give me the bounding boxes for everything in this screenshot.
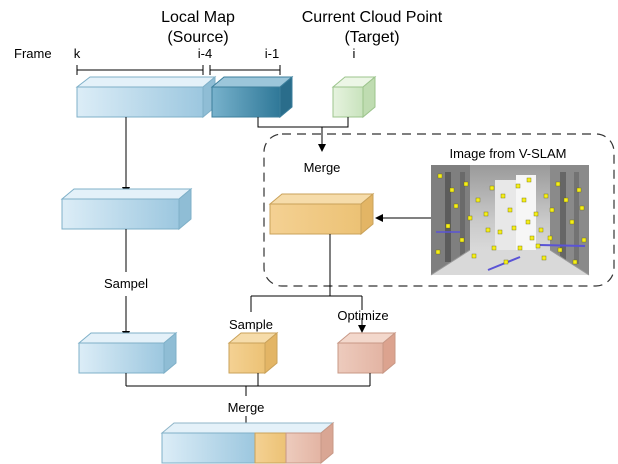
feature-point-marker bbox=[563, 197, 569, 203]
feature-point-marker bbox=[491, 245, 497, 251]
feature-point-marker bbox=[507, 207, 513, 213]
feature-point-marker bbox=[557, 247, 563, 253]
frame-tick-i: i bbox=[353, 46, 356, 61]
feature-point-marker bbox=[538, 227, 544, 233]
feature-point-marker bbox=[437, 173, 443, 179]
sample-label: Sample bbox=[229, 317, 273, 332]
feature-point-marker bbox=[535, 243, 541, 249]
frame-range-recent bbox=[209, 65, 281, 75]
target-cloud-cube bbox=[331, 75, 377, 119]
feature-point-marker bbox=[497, 229, 503, 235]
feature-point-marker bbox=[579, 205, 585, 211]
feature-point-marker bbox=[475, 197, 481, 203]
merge-top-connector bbox=[257, 117, 349, 152]
feature-point-marker bbox=[521, 197, 527, 203]
frame-tick-k: k bbox=[74, 46, 81, 61]
feature-point-marker bbox=[543, 193, 549, 199]
frame-label: Frame bbox=[14, 46, 52, 61]
current-cloud-title: Current Cloud Point bbox=[302, 9, 443, 26]
feature-point-marker bbox=[483, 211, 489, 217]
sampel-label: Sampel bbox=[104, 276, 148, 291]
optimize-label: Optimize bbox=[337, 308, 388, 323]
vslam-image bbox=[430, 165, 590, 276]
final-map-cube bbox=[160, 421, 335, 464]
merge-top-label: Merge bbox=[304, 160, 341, 175]
feature-point-marker bbox=[453, 203, 459, 209]
optimized-cube bbox=[336, 331, 397, 375]
feature-point-marker bbox=[500, 193, 506, 199]
source-map-cube bbox=[75, 75, 217, 119]
feature-point-marker bbox=[526, 177, 532, 183]
frame-tick-i-4: i-4 bbox=[198, 46, 212, 61]
merge-bottom-connector bbox=[125, 373, 371, 434]
feature-point-marker bbox=[445, 223, 451, 229]
vslam-feature-points bbox=[435, 173, 587, 265]
feature-point-marker bbox=[511, 225, 517, 231]
sampled-merged-cube bbox=[227, 331, 279, 375]
feature-point-marker bbox=[515, 183, 521, 189]
frame-tick-i-1: i-1 bbox=[265, 46, 279, 61]
feature-point-marker bbox=[576, 187, 582, 193]
merged-cloud-cube bbox=[268, 192, 375, 236]
feature-point-marker bbox=[485, 227, 491, 233]
local-map-subtitle: (Source) bbox=[167, 29, 228, 46]
feature-point-marker bbox=[525, 219, 531, 225]
feature-point-marker bbox=[503, 259, 509, 265]
feature-point-marker bbox=[449, 187, 455, 193]
feature-point-marker bbox=[435, 249, 441, 255]
feature-point-marker bbox=[459, 237, 465, 243]
feature-point-marker bbox=[489, 185, 495, 191]
sampled-source-cube bbox=[77, 331, 178, 375]
feature-point-marker bbox=[549, 207, 555, 213]
vslam-image-title: Image from V-SLAM bbox=[449, 146, 566, 161]
frame-range-source bbox=[76, 65, 204, 75]
feature-point-marker bbox=[517, 245, 523, 251]
feature-point-marker bbox=[463, 181, 469, 187]
vslam-region bbox=[263, 133, 615, 287]
feature-point-marker bbox=[541, 255, 547, 261]
local-map-title: Local Map bbox=[161, 9, 235, 26]
feature-point-marker bbox=[547, 235, 553, 241]
sample-optimize-split bbox=[250, 234, 366, 333]
feature-point-marker bbox=[581, 237, 587, 243]
feature-point-marker bbox=[467, 215, 473, 221]
feature-point-marker bbox=[572, 259, 578, 265]
current-cloud-subtitle: (Target) bbox=[344, 29, 399, 46]
feature-point-marker bbox=[555, 181, 561, 187]
feature-point-marker bbox=[529, 235, 535, 241]
feature-point-marker bbox=[569, 219, 575, 225]
feature-point-marker bbox=[471, 253, 477, 259]
recent-frames-cube bbox=[210, 75, 294, 119]
merge-bottom-label: Merge bbox=[228, 400, 265, 415]
feature-point-marker bbox=[533, 211, 539, 217]
mid-source-cube bbox=[60, 187, 193, 231]
